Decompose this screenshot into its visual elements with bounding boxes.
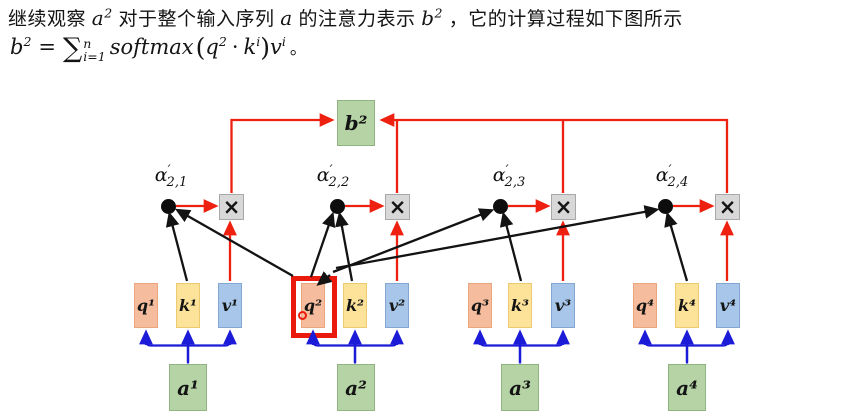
red-output-bus [176, 113, 734, 281]
multiply-node-1: × [219, 194, 244, 220]
v4-box: v⁴ [716, 283, 740, 328]
alpha-label-22: α′2,2 [316, 163, 350, 190]
k3-box: k³ [508, 283, 532, 328]
attention-node-4 [658, 199, 673, 214]
attention-node-3 [493, 199, 508, 214]
q3-box: q³ [468, 283, 492, 328]
caption-text: 继续观察 [8, 9, 92, 30]
a2-box: a² [337, 364, 375, 411]
q2-box: q² [301, 283, 325, 328]
k1-box: k¹ [176, 283, 200, 328]
a1-box: a¹ [169, 364, 207, 411]
alpha-label-23: α′2,3 [492, 163, 526, 190]
multiply-node-2: × [385, 194, 410, 220]
multiply-node-4: × [715, 194, 740, 220]
q2-highlight-box [291, 276, 337, 338]
math-a: a [280, 6, 293, 30]
b2-output-box: b² [337, 100, 375, 146]
math-a2: a [91, 6, 105, 30]
sigma-symbol: ∑ [63, 33, 83, 64]
k4-box: k⁴ [675, 283, 699, 328]
v2-box: v² [385, 283, 409, 328]
multiply-node-3: × [551, 194, 576, 220]
a3-box: a³ [501, 364, 539, 411]
attention-node-1 [161, 199, 176, 214]
q1-box: q¹ [134, 283, 158, 328]
attention-node-2 [330, 199, 345, 214]
math-b2: b [421, 6, 435, 30]
alpha-label-24: α′2,4 [655, 163, 689, 190]
q4-box: q⁴ [633, 283, 657, 328]
black-attention-lines [165, 205, 689, 286]
v3-box: v³ [551, 283, 575, 328]
alpha-label-21: α′2,1 [154, 163, 188, 190]
k2-box: k² [343, 283, 367, 328]
caption-line: 继续观察 a2 对于整个输入序列 a 的注意力表示 b2 ，它的计算过程如下图所… [8, 5, 683, 30]
blue-input-connectors [139, 329, 735, 364]
v1-box: v¹ [218, 283, 242, 328]
a4-box: a⁴ [668, 364, 706, 411]
pointer-circle [298, 311, 307, 320]
